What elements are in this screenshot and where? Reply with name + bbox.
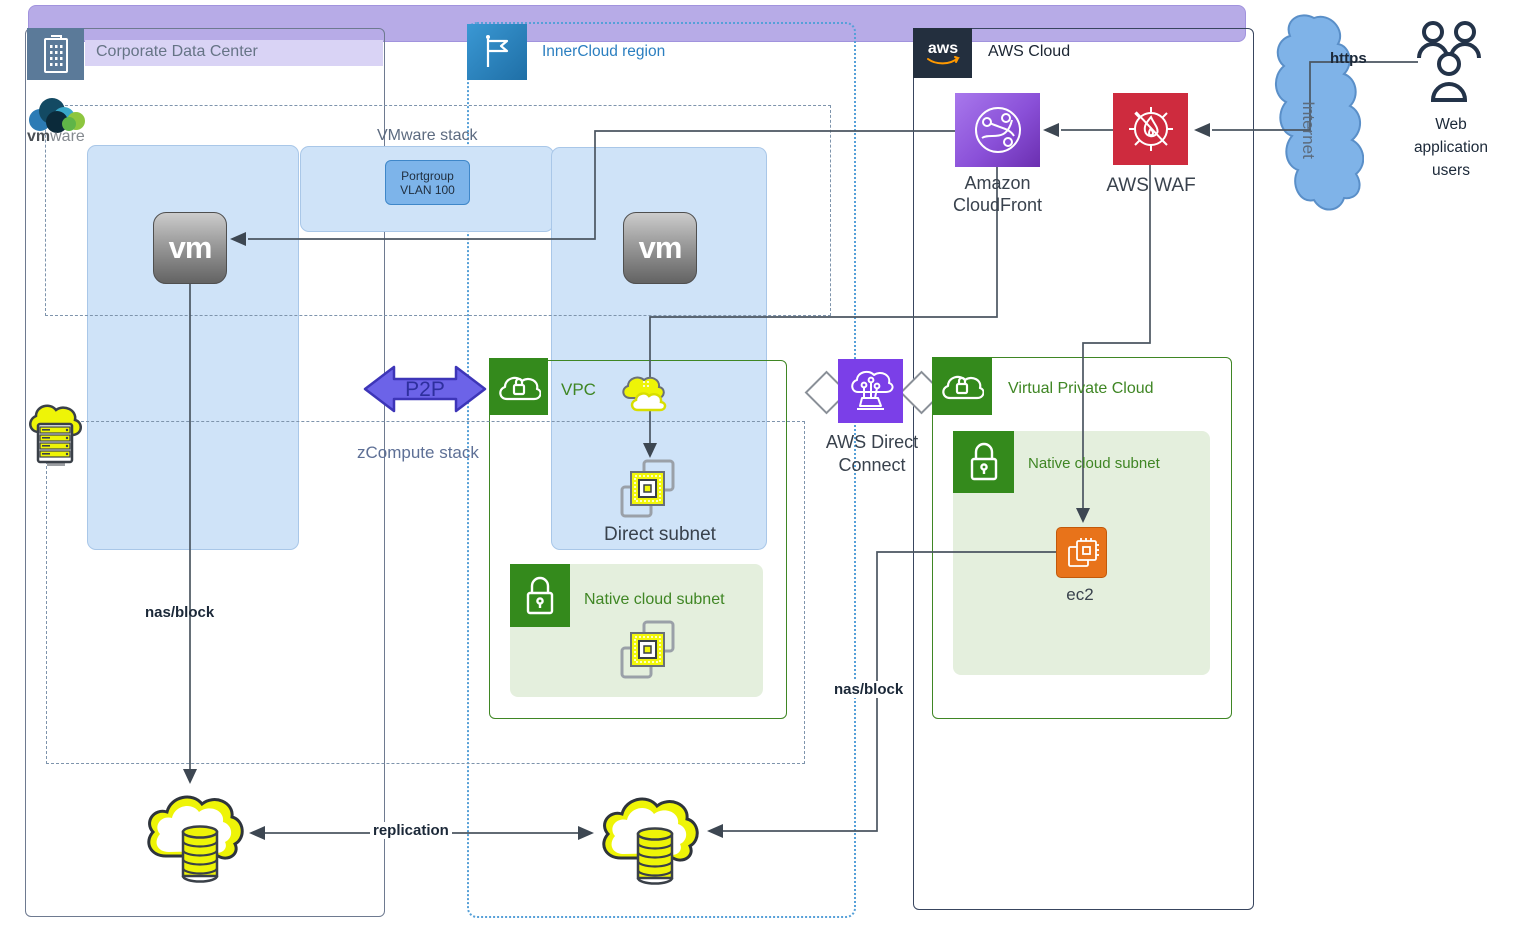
https-label: https (1330, 50, 1367, 67)
edge-users-to-waf (1212, 61, 1418, 131)
vm-icon-onprem: vm (153, 212, 227, 284)
arrowhead-into-direct-subnet (643, 443, 657, 458)
cloudfront-label: Amazon CloudFront (945, 172, 1050, 216)
nas-block-label-right: nas/block (832, 681, 906, 698)
vm-label: vm (638, 230, 683, 265)
svg-text:vmware: vmware (27, 128, 85, 144)
arrowhead-into-left-storage-repl (249, 826, 265, 840)
aws-logo-icon: aws (913, 28, 972, 78)
subnet-icon-direct (620, 459, 675, 518)
vmware-stack-boundary (45, 105, 831, 316)
cloudfront-label-line2: CloudFront (952, 195, 1043, 215)
nas-block-label-left: nas/block (145, 604, 215, 621)
storage-cloud-mid (602, 797, 699, 885)
arrowhead-into-waf (1194, 123, 1210, 137)
portgroup-vlan-box: Portgroup VLAN 100 (385, 160, 470, 205)
native-cloud-subnet-mid-label: Native cloud subnet (584, 591, 725, 608)
cloudfront-icon (955, 93, 1040, 167)
vpc-container-mid (489, 360, 787, 719)
aws-cloud-title: AWS Cloud (988, 43, 1071, 60)
replication-label: replication (370, 822, 452, 839)
edge-cloudfront-to-vm1 (248, 130, 955, 240)
ec2-label: ec2 (1066, 585, 1094, 604)
arrowhead-into-left-storage (183, 769, 197, 784)
portgroup-line2: VLAN 100 (400, 182, 455, 197)
p2p-arrow: P2P (363, 365, 487, 413)
yellow-cloud-icon (622, 376, 667, 412)
innercloud-region-container (467, 22, 856, 918)
web-users-label-line2: application (1413, 139, 1489, 156)
vmware-stack-label: VMware stack (377, 127, 478, 144)
web-users-label: Web application users (1396, 113, 1506, 182)
arrowhead-into-vm1 (230, 232, 246, 246)
waf-icon (1113, 93, 1188, 165)
direct-connect-label-line1: AWS Direct (825, 432, 919, 452)
direct-connect-label-line2: Connect (838, 455, 906, 475)
corporate-header-band (85, 40, 383, 66)
arrowhead-into-mid-storage-repl (578, 826, 594, 840)
virtual-private-cloud-container (932, 357, 1232, 719)
vm-icon-innercloud: vm (623, 212, 697, 284)
direct-subnet-label: Direct subnet (604, 524, 716, 545)
ec2-icon (1056, 527, 1107, 578)
innercloud-region-title: InnerCloud region (542, 43, 666, 60)
vmware-logo-ware: ware (49, 128, 85, 144)
vm-label: vm (168, 230, 213, 265)
corporate-data-center-title: Corporate Data Center (96, 43, 258, 60)
arrowhead-into-ec2 (1076, 508, 1090, 523)
native-cloud-subnet-right-label: Native cloud subnet (1028, 455, 1160, 472)
internet-label: Internet (1299, 101, 1318, 159)
virtual-private-cloud-label: Virtual Private Cloud (1008, 380, 1154, 397)
building-icon (27, 28, 84, 80)
vpc-cloud-lock-icon-mid (489, 358, 548, 415)
lock-icon-right (953, 431, 1014, 493)
zcompute-stack-label: zCompute stack (357, 443, 479, 462)
vmware-logo: vmware (24, 92, 94, 144)
cloudfront-label-line1: Amazon (964, 173, 1031, 193)
internet-cloud (1275, 14, 1364, 211)
waf-label: AWS WAF (1106, 175, 1196, 196)
portgroup-line1: Portgroup (401, 168, 454, 183)
direct-connect-icon (838, 359, 903, 423)
web-users-label-line1: Web (1435, 116, 1467, 133)
direct-connect-label: AWS Direct Connect (800, 431, 944, 477)
vmware-logo-vm: vm (27, 128, 50, 144)
p2p-label: P2P (405, 378, 445, 401)
edge-waf-to-ec2 (1082, 165, 1151, 510)
lock-icon-mid (510, 564, 570, 627)
web-users-icon (1417, 21, 1481, 102)
vpc-cloud-lock-icon-right (932, 357, 992, 415)
subnet-icon-native-mid (620, 620, 675, 679)
corporate-data-center-container (25, 28, 385, 917)
aws-logo-text: aws (927, 40, 957, 57)
web-users-label-line3: users (1432, 162, 1470, 179)
zcompute-stack-boundary (46, 421, 805, 764)
server-cloud-icon (29, 404, 82, 466)
arrowhead-into-cloudfront (1043, 123, 1059, 137)
vpc-mid-label: VPC (561, 380, 596, 399)
storage-cloud-left (147, 795, 244, 883)
flag-icon (467, 24, 527, 80)
arrowhead-into-mid-storage-right (707, 824, 723, 838)
aws-cloud-container (913, 28, 1254, 910)
